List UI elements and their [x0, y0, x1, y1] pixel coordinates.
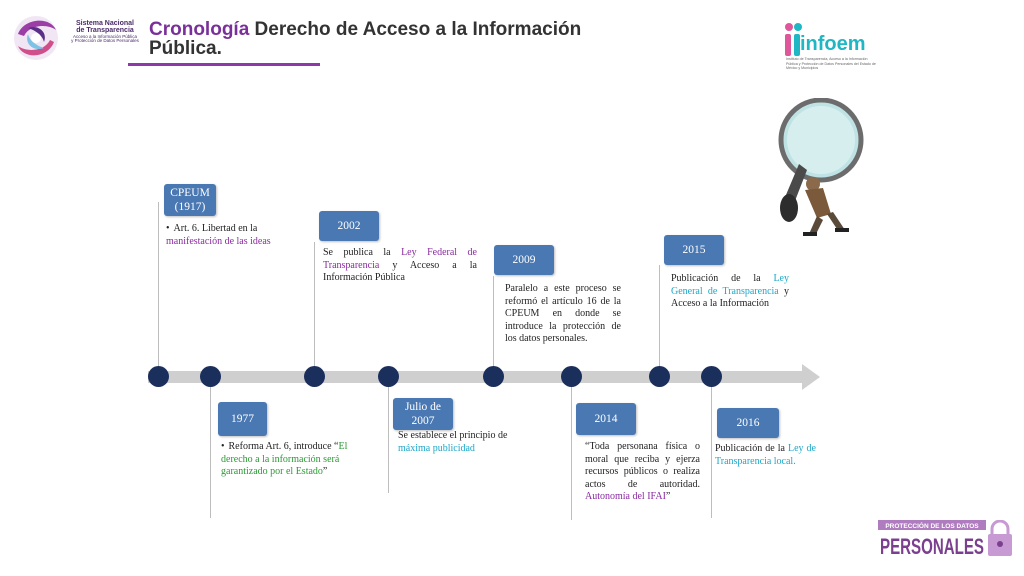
event-text-end: y Acceso a la Información Pública — [323, 259, 477, 284]
event-text: Paralelo a este proceso se reformó el ar… — [505, 283, 621, 344]
event-text: Publicación de la — [715, 443, 788, 454]
event-highlight: manifestación de las ideas — [166, 235, 271, 247]
page-title-accent: Cronología — [149, 19, 250, 40]
event-description-2014: “Toda personana física o moral que recib… — [585, 441, 700, 504]
event-highlight: Ley Federal de Transparencia — [323, 247, 477, 271]
bullet-icon — [221, 441, 229, 452]
proteccion-datos-personales-badge: PROTECCIÓN DE LOS DATOS PERSONALES — [878, 520, 1012, 559]
event-label-cpeum-1917: CPEUM (1917) — [164, 184, 216, 216]
org-line-1: Sistema Nacional — [76, 20, 134, 27]
connector-line — [388, 383, 389, 493]
org-line-2: de Transparencia — [76, 27, 134, 35]
event-text: “Toda personana física o moral que recib… — [585, 441, 700, 490]
sistema-nacional-text: Sistema Nacional de Transparencia Acceso… — [70, 20, 140, 44]
event-description-cpeum-1917: Art. 6. Libertad en la manifestación de … — [166, 223, 301, 248]
timeline-dot — [483, 366, 504, 387]
bullet-icon — [166, 223, 174, 234]
infoem-brand: infoem — [800, 33, 866, 55]
event-text: Publicación de la — [671, 273, 774, 284]
event-label-2002: 2002 — [319, 211, 379, 241]
event-highlight: El derecho a la información será garanti… — [221, 441, 348, 477]
event-label-2015: 2015 — [664, 235, 724, 265]
page-title: Cronología Derecho de Acceso a la Inform… — [149, 20, 619, 58]
connector-line — [493, 276, 494, 372]
timeline-dot — [304, 366, 325, 387]
event-label-julio-2007: Julio de 2007 — [393, 398, 453, 430]
connector-line — [210, 383, 211, 518]
title-underline — [128, 63, 320, 66]
org-line-4: y Protección de Datos Personales — [71, 38, 139, 44]
event-label-1977: 1977 — [218, 402, 267, 436]
event-text: Se publica la — [323, 247, 402, 258]
connector-line — [711, 383, 712, 518]
timeline-arrow-icon — [802, 364, 820, 390]
infoem-logo-icon — [785, 23, 802, 56]
timeline-dot — [649, 366, 670, 387]
timeline-dot — [148, 366, 169, 387]
event-text-end: ” — [665, 491, 671, 502]
infoem-subtitle: Instituto de Transparencia, Acceso a la … — [786, 57, 876, 70]
event-highlight: máxima publicidad — [398, 442, 475, 454]
event-description-2002: Se publica la Ley Federal de Transparenc… — [323, 247, 477, 285]
event-text: Se establece el principio de — [398, 430, 508, 441]
connector-line — [158, 202, 159, 372]
event-label-2016: 2016 — [717, 408, 779, 438]
magnifying-glass-illustration-icon — [778, 98, 864, 236]
event-text-end: ” — [322, 466, 328, 477]
badge-line-1: PROTECCIÓN DE LOS DATOS — [885, 521, 979, 530]
page-title-rest: Derecho de Acceso a la Información Públi… — [149, 19, 582, 59]
event-highlight: Ley General de Transparencia — [671, 273, 789, 297]
event-label-2009: 2009 — [494, 245, 554, 275]
org-line-3: Acceso a la Información Pública — [72, 33, 138, 39]
event-description-1977: Reforma Art. 6, introduce “El derecho a … — [221, 441, 361, 479]
connector-line — [314, 242, 315, 372]
event-highlight: Ley de Transparencia local. — [715, 443, 816, 467]
timeline-dot — [200, 366, 221, 387]
event-description-2015: Publicación de la Ley General de Transpa… — [671, 273, 789, 311]
timeline-dot — [378, 366, 399, 387]
timeline-dot — [701, 366, 722, 387]
event-description-2016: Publicación de la Ley de Transparencia l… — [715, 443, 816, 468]
event-label-2014: 2014 — [576, 403, 636, 435]
badge-line-2: PERSONALES — [880, 534, 984, 559]
event-text: Reforma Art. 6, introduce “ — [228, 441, 339, 452]
lock-icon — [988, 520, 1012, 556]
event-description-julio-2007: Se establece el principio de máxima publ… — [398, 430, 520, 455]
event-description-2009: Paralelo a este proceso se reformó el ar… — [505, 283, 621, 346]
connector-line — [659, 265, 660, 372]
timeline-dot — [561, 366, 582, 387]
event-text-end: y Acceso a la Información — [671, 285, 790, 310]
connector-line — [571, 383, 572, 520]
event-text: Art. 6. Libertad en la — [173, 223, 258, 234]
sistema-nacional-logo-icon — [14, 16, 58, 60]
event-highlight: Autonomía del IFAI — [585, 491, 666, 502]
